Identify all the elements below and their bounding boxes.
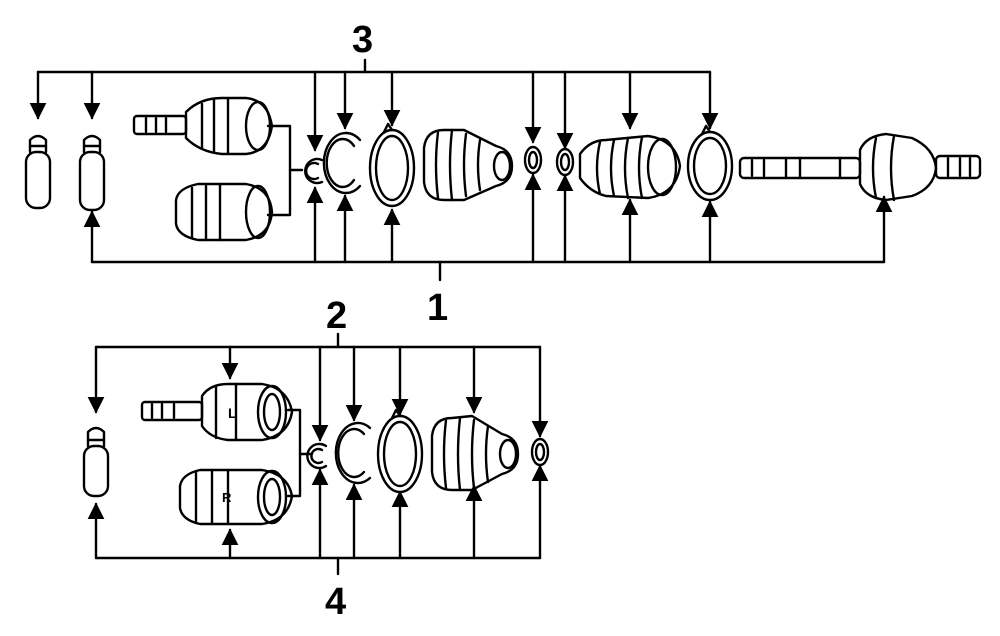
small-clamp-bottom [530,437,550,467]
joint-mark-right: R [222,490,232,505]
callout-2: 2 [326,295,347,337]
outer-cv-joint-bottom [140,382,294,442]
inner-boot-bottom [430,414,520,492]
callout-4: 4 [325,581,346,623]
bottom-leader-lines [87,332,549,576]
top-leader-lines [29,58,893,282]
joint-mark-left: L [228,405,237,421]
callout-3: 3 [352,19,373,61]
inner-cv-joint-bottom [178,468,294,526]
boot-clamp-top-right [686,124,734,202]
small-clamp-top-2 [555,147,575,177]
axle-shaft-top [738,132,982,202]
circlip-bottom [334,421,372,485]
grease-tube-right [78,134,106,212]
inner-cv-joint-top [174,182,274,242]
grease-tube-bottom [82,426,110,498]
snap-ring-top [304,157,324,185]
circlip-top [322,131,362,195]
boot-clamp-bottom [376,408,424,494]
boot-clamp-top-left [368,122,416,208]
inner-boot-top [422,128,514,202]
grease-tube-left [24,134,52,210]
outer-cv-joint-top [132,96,274,156]
small-clamp-top-1 [523,145,543,175]
outer-boot-top [578,134,682,200]
snap-ring-bottom [306,442,328,470]
callout-1: 1 [427,287,448,329]
